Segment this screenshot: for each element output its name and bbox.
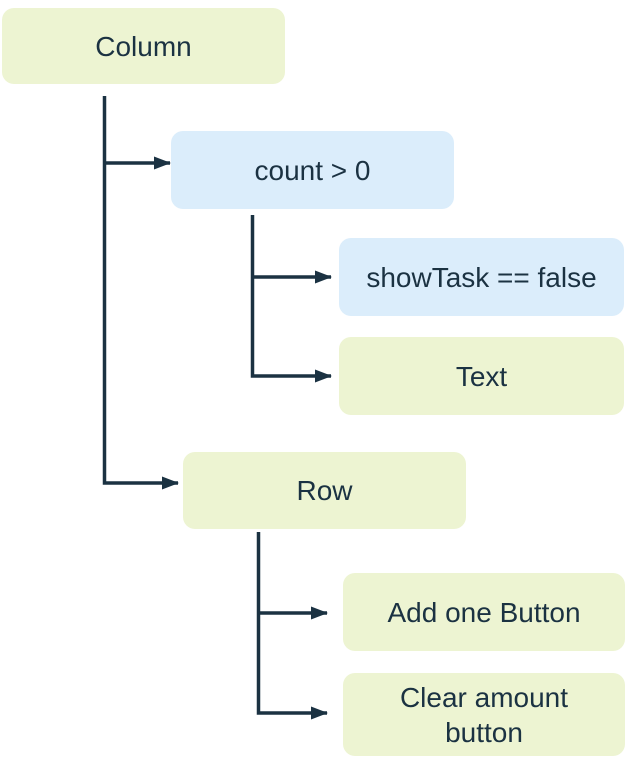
node-text-widget: Text	[339, 337, 624, 415]
node-column: Column	[2, 8, 285, 84]
node-row: Row	[183, 452, 466, 529]
node-add-one-button: Add one Button	[343, 573, 625, 651]
edge-count-to-text	[250, 215, 332, 383]
edge-column-to-row	[102, 96, 179, 490]
node-count-condition: count > 0	[171, 131, 454, 209]
edge-row-to-clear	[256, 532, 328, 720]
node-clear-amount-button: Clear amount button	[343, 673, 625, 756]
node-showtask-condition: showTask == false	[339, 238, 624, 316]
